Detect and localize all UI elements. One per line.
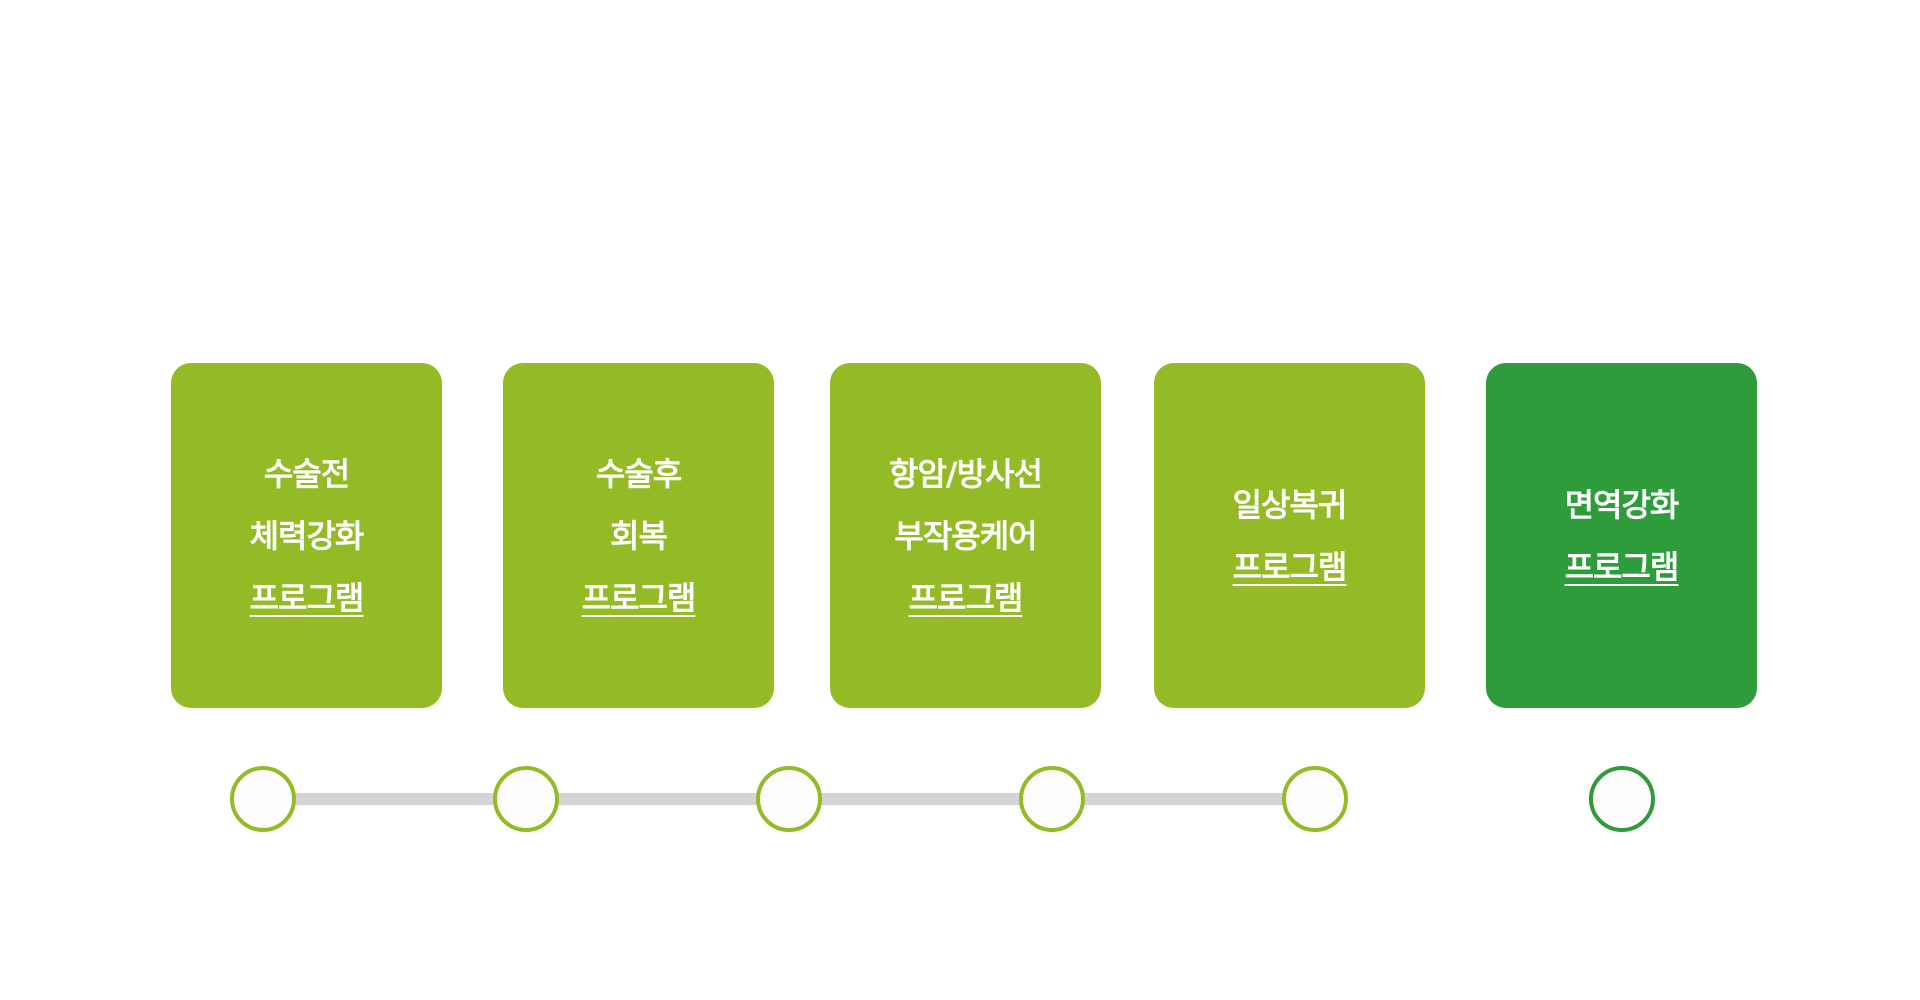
program-title-line: 수술전 [263,454,350,493]
program-card-pre-surgery[interactable]: 수술전 체력강화 프로그램 [171,363,442,708]
program-title-line: 일상복귀 [1232,485,1348,524]
program-title-line: 회복 [610,516,668,555]
timeline-node-immunity-placeholder[interactable] [1282,766,1348,832]
program-card-daily-return[interactable]: 일상복귀 프로그램 [1154,363,1425,708]
timeline-node-immunity[interactable] [1589,766,1655,832]
program-title-line: 면역강화 [1564,485,1680,524]
program-link[interactable]: 프로그램 [249,578,365,617]
timeline-node-chemo-radiation[interactable] [756,766,822,832]
program-link[interactable]: 프로그램 [1564,547,1680,586]
program-title-line: 수술후 [595,454,682,493]
timeline-node-daily-return[interactable] [1019,766,1085,832]
program-link[interactable]: 프로그램 [581,578,697,617]
program-title-line: 체력강화 [249,516,365,555]
program-link[interactable]: 프로그램 [908,578,1024,617]
timeline-node-pre-surgery[interactable] [230,766,296,832]
program-title-line: 부작용케어 [894,516,1037,555]
program-title-line: 항암/방사선 [889,454,1043,493]
program-link[interactable]: 프로그램 [1232,547,1348,586]
program-card-chemo-radiation[interactable]: 항암/방사선 부작용케어 프로그램 [830,363,1101,708]
program-card-post-surgery[interactable]: 수술후 회복 프로그램 [503,363,774,708]
timeline-node-post-surgery[interactable] [493,766,559,832]
program-card-immunity[interactable]: 면역강화 프로그램 [1486,363,1757,708]
